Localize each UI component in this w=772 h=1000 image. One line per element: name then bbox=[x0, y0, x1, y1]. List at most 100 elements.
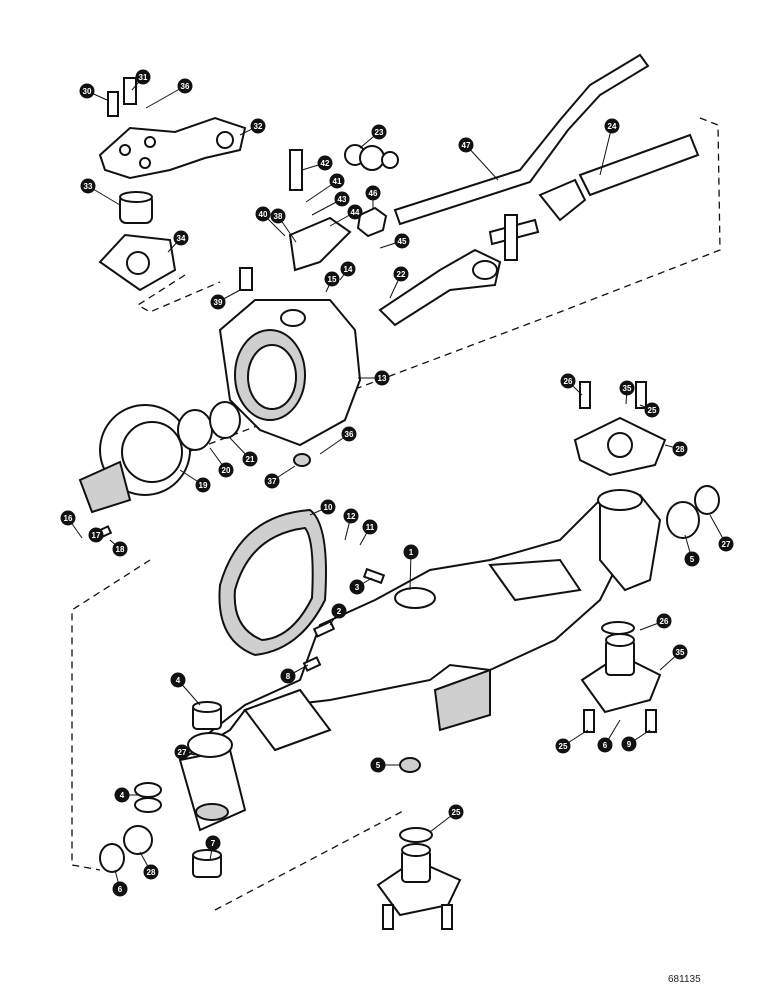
seal-5-left bbox=[99, 843, 125, 873]
steering-arm bbox=[98, 77, 247, 180]
seal-21 bbox=[209, 401, 241, 439]
callout-4: 4 bbox=[114, 787, 138, 803]
callout-marker bbox=[88, 527, 104, 543]
callout-36: 36 bbox=[319, 426, 357, 455]
callout-38: 38 bbox=[270, 208, 297, 243]
callout-marker bbox=[448, 804, 464, 820]
callout-5: 5 bbox=[684, 534, 700, 567]
stud-3 bbox=[362, 567, 386, 585]
callout-27: 27 bbox=[709, 514, 734, 552]
callout-leader bbox=[599, 125, 613, 176]
figure-id: 681135 bbox=[668, 974, 701, 985]
callout-number: 15 bbox=[328, 275, 337, 284]
callout-number: 26 bbox=[660, 617, 669, 626]
stud-8 bbox=[302, 656, 322, 672]
callout-35: 35 bbox=[619, 380, 635, 405]
callout-marker bbox=[340, 261, 356, 277]
callout-marker bbox=[242, 451, 258, 467]
callout-marker bbox=[205, 835, 221, 851]
bushing-4-left bbox=[123, 825, 153, 855]
callout-number: 22 bbox=[397, 270, 406, 279]
bushing-20 bbox=[177, 409, 213, 451]
callout-number: 21 bbox=[246, 455, 255, 464]
callout-number: 26 bbox=[564, 377, 573, 386]
callout-marker bbox=[343, 508, 359, 524]
callout-marker bbox=[320, 499, 336, 515]
callout-marker bbox=[371, 124, 387, 140]
bushing-left-lower bbox=[192, 849, 222, 878]
callout-22: 22 bbox=[389, 266, 409, 299]
bolt-26-right bbox=[583, 709, 595, 733]
callout-number: 34 bbox=[177, 234, 186, 243]
callout-23: 23 bbox=[359, 124, 387, 149]
bearing-cup-c bbox=[381, 151, 399, 169]
seal-5-right bbox=[694, 485, 720, 515]
bolt-25-lower bbox=[441, 904, 453, 930]
callout-21: 21 bbox=[229, 437, 258, 467]
callout-25: 25 bbox=[555, 729, 589, 754]
callout-number: 28 bbox=[147, 868, 156, 877]
callout-number: 41 bbox=[333, 177, 342, 186]
callout-marker bbox=[672, 441, 688, 457]
callout-marker bbox=[170, 672, 186, 688]
steering-lever bbox=[288, 216, 352, 272]
knuckle-housing bbox=[218, 267, 362, 447]
bolt-26-lower bbox=[382, 904, 394, 930]
callout-11: 11 bbox=[359, 519, 378, 546]
nut bbox=[356, 206, 388, 238]
callout-marker bbox=[604, 118, 620, 134]
callout-45: 45 bbox=[379, 233, 410, 249]
callout-46: 46 bbox=[365, 185, 381, 210]
callout-number: 36 bbox=[181, 82, 190, 91]
bolt-25-right bbox=[645, 709, 657, 733]
callout-marker bbox=[270, 208, 286, 224]
callout-12: 12 bbox=[343, 508, 359, 541]
callout-marker bbox=[177, 78, 193, 94]
bearing-cup-b bbox=[359, 145, 385, 171]
wheel-hub bbox=[78, 404, 191, 514]
callout-number: 16 bbox=[64, 514, 73, 523]
callout-number: 44 bbox=[351, 208, 360, 217]
callout-6: 6 bbox=[112, 869, 128, 897]
callout-number: 35 bbox=[623, 384, 632, 393]
callout-13: 13 bbox=[358, 370, 390, 386]
callout-marker bbox=[458, 137, 474, 153]
callout-28: 28 bbox=[664, 441, 688, 457]
guide-line-upper-right bbox=[139, 117, 721, 471]
callout-number: 42 bbox=[321, 159, 330, 168]
callout-3: 3 bbox=[349, 577, 373, 595]
callout-marker bbox=[174, 744, 190, 760]
callout-2: 2 bbox=[329, 603, 347, 626]
callout-15: 15 bbox=[324, 271, 340, 293]
callout-26: 26 bbox=[560, 373, 583, 396]
callout-30: 30 bbox=[79, 83, 108, 101]
callout-number: 5 bbox=[376, 761, 381, 770]
bushing-4-right bbox=[666, 501, 700, 539]
callout-26: 26 bbox=[639, 613, 672, 631]
callout-25: 25 bbox=[639, 402, 660, 418]
callout-number: 37 bbox=[268, 477, 277, 486]
callout-marker bbox=[114, 787, 130, 803]
callout-43: 43 bbox=[311, 191, 350, 216]
callout-number: 19 bbox=[199, 481, 208, 490]
tie-rod bbox=[393, 53, 650, 226]
callout-39: 39 bbox=[210, 289, 241, 310]
callout-44: 44 bbox=[329, 204, 363, 227]
guide-line-upper bbox=[136, 274, 221, 313]
callout-number: 31 bbox=[139, 73, 148, 82]
callout-leader bbox=[465, 144, 499, 181]
callout-41: 41 bbox=[305, 173, 345, 203]
callout-7: 7 bbox=[205, 835, 221, 861]
callout-marker bbox=[374, 370, 390, 386]
callout-40: 40 bbox=[255, 206, 286, 237]
plug-9 bbox=[399, 757, 421, 773]
callout-marker bbox=[684, 551, 700, 567]
callout-marker bbox=[341, 426, 357, 442]
shim-a bbox=[134, 782, 162, 798]
callout-number: 5 bbox=[690, 555, 695, 564]
callout-marker bbox=[560, 373, 576, 389]
callout-number: 9 bbox=[627, 740, 632, 749]
callout-8: 8 bbox=[280, 664, 309, 684]
callout-marker bbox=[255, 206, 271, 222]
callout-number: 8 bbox=[286, 672, 291, 681]
